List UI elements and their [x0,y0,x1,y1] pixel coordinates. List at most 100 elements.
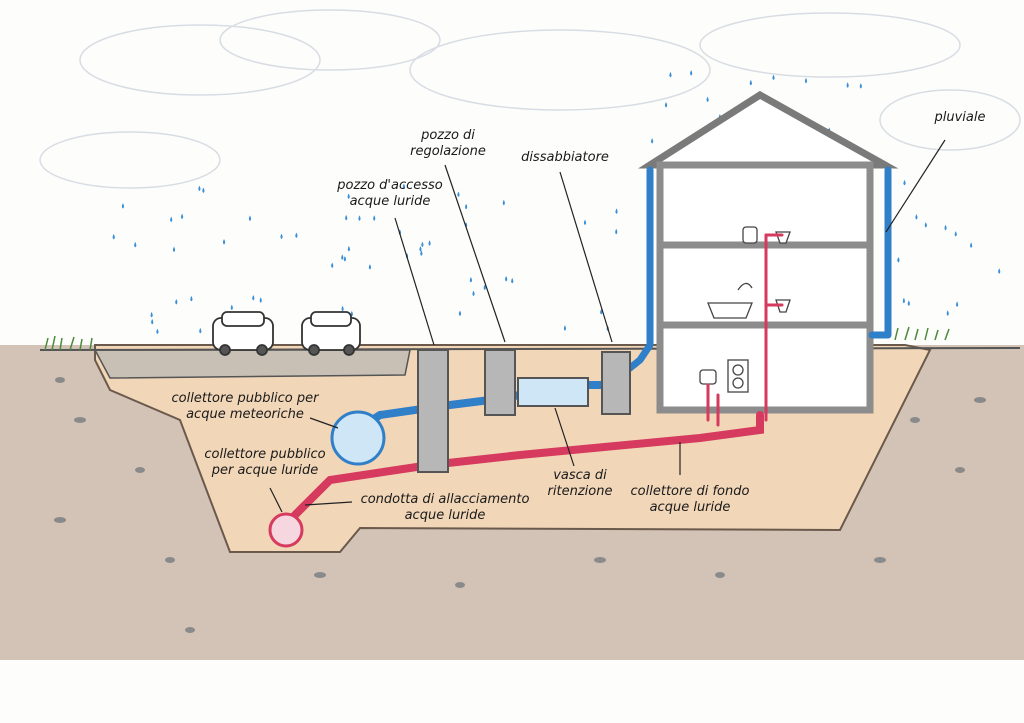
rain-drop [368,264,372,270]
rain-drop [907,300,910,306]
kitchen-sink-icon [699,369,717,385]
label-collettore-luride: collettore pubblico per acque luride [204,447,326,478]
rain-drop [902,297,905,304]
rain-drop [669,71,672,78]
rain-drop [343,255,347,262]
label-pluviale: pluviale [934,110,986,125]
rain-drop [772,74,775,81]
rain-drop [846,82,849,88]
rain-drop [998,268,1001,274]
rain-drop [903,179,906,186]
rain-drop [483,284,486,291]
rain-drop [259,297,262,303]
rain-drop [180,213,184,220]
rain-drop [749,79,752,86]
rain-drop [897,257,900,263]
rain-drop [505,276,508,282]
rain-drop [341,305,344,312]
rain-drop [172,246,176,253]
label-collettore-meteoriche: collettore pubblico per acque meteoriche [171,391,319,422]
rain-drop [121,203,125,209]
label-collettore-fondo: collettore di fondo acque luride [630,484,750,515]
rain-drop [915,214,918,220]
rain-drop [230,304,233,311]
rain-drop [563,325,567,331]
rain-drop [331,262,334,269]
rain-drop [252,294,255,301]
rain-drop [198,185,201,192]
rain-drop [280,233,283,240]
rain-drop [428,240,431,246]
rain-drop [420,250,423,256]
leader-lines [269,139,946,513]
public-wastewater-collector [268,512,304,548]
access-shaft [417,349,449,473]
rain-drop [706,96,709,103]
rain-drop [358,215,361,221]
rain-drop [804,77,808,84]
label-dissabbiatore: dissabbiatore [521,150,609,165]
grass [44,326,950,351]
public-rainwater-collector [330,410,386,466]
toilet-icon [742,226,758,244]
label-pozzo-accesso: pozzo d'accesso acque luride [337,178,443,209]
road-bed [93,349,411,379]
shower-icon [737,282,753,291]
rain-drop [345,214,348,221]
rain-drop [472,290,475,297]
rain-drop [295,232,298,239]
label-condotta: condotta di allacciamento acque luride [360,492,530,523]
rain-drop [651,138,654,144]
rain-drop [150,311,153,318]
rain-drop [151,318,154,325]
rain-drop [859,83,862,89]
rain-drop [341,254,344,260]
label-pozzo-regolazione: pozzo di regolazione [410,128,486,159]
rain-drop [248,215,252,222]
rain-drop [347,193,350,200]
rain-drop [465,203,468,210]
rain-drop [970,242,973,248]
sand-trap [601,351,631,415]
rain-drop [511,277,514,284]
rain-drop [664,102,668,108]
rain-drop [222,239,226,245]
rain-drop [458,310,462,316]
rain-drop [190,295,193,302]
rain-drop [419,246,422,252]
house-roof [637,90,899,169]
rain-drop [690,70,693,76]
rain-drop [202,187,205,194]
rain-drop [954,231,957,237]
rain-drop [199,327,202,334]
rain-drop [134,241,137,248]
car-1 [212,311,274,356]
rain-drop [502,199,505,206]
rain-drop [944,224,947,231]
rain-drop [955,301,959,307]
rain-drop [347,245,350,252]
rain-drop [924,222,927,228]
stones [54,377,986,633]
rain-drop [457,191,460,197]
shafts [417,349,631,473]
rain-drop [615,228,618,235]
rain-drop [946,310,949,316]
rain-drop [583,219,587,226]
rain-drop [421,241,424,248]
rain-drop [402,183,406,190]
rain-drop [170,216,173,223]
label-vasca: vasca di ritenzione [547,468,613,499]
car-2 [301,311,361,356]
clouds [39,9,1021,189]
rain-drops [112,70,1001,335]
rain-drop [156,328,159,335]
rain-drop [175,298,178,305]
rain-drop [112,233,115,240]
bathtub-icon [707,302,753,319]
rain-drop [615,208,618,214]
regulation-shaft [484,349,516,416]
rain-drop [373,215,376,221]
